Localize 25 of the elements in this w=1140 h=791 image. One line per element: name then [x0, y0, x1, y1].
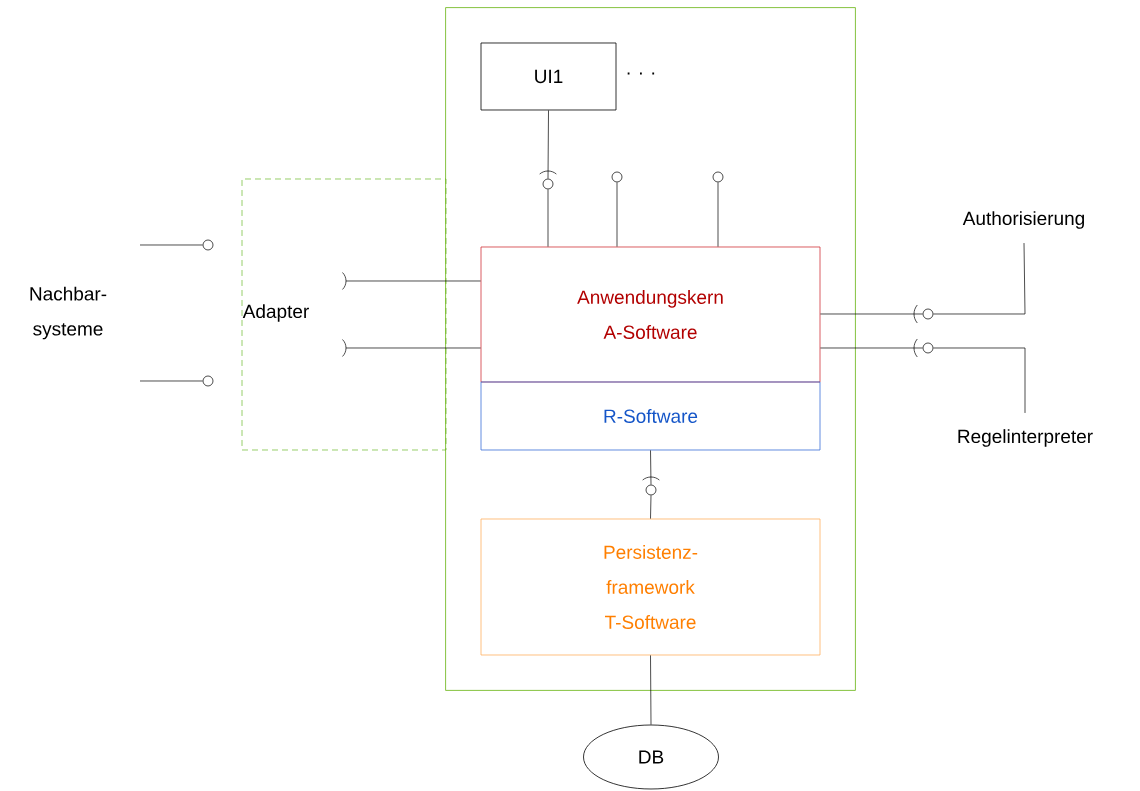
connector-line — [616, 182, 618, 247]
connector-line — [345, 347, 481, 349]
node-label: Regelinterpreter — [958, 429, 1093, 447]
component-box: R-Software — [480, 381, 821, 451]
connector-line — [345, 280, 481, 282]
node-label: Adapter — [242, 304, 309, 322]
connector-line — [650, 655, 652, 725]
connector-line — [139, 380, 203, 382]
component-box: Anwendungskern A-Software — [480, 246, 821, 383]
connector-line — [650, 450, 652, 485]
connector-line — [820, 347, 923, 349]
connector-line — [547, 110, 549, 179]
connector-line — [547, 189, 549, 247]
node-label: Authorisierung — [962, 211, 1084, 229]
connector-line — [717, 182, 719, 247]
connector-line — [139, 244, 203, 246]
node-label: Nachbar- systeme — [30, 286, 107, 340]
ellipsis-label: . . . — [627, 72, 655, 75]
connector-line — [820, 313, 923, 315]
component-box: UI1 — [480, 42, 617, 111]
connector-line — [933, 242, 1026, 315]
connector-line — [933, 347, 1026, 414]
connector-line — [650, 495, 652, 519]
container-box — [445, 7, 856, 691]
component-box: Persistenz- framework T-Software — [480, 518, 821, 656]
